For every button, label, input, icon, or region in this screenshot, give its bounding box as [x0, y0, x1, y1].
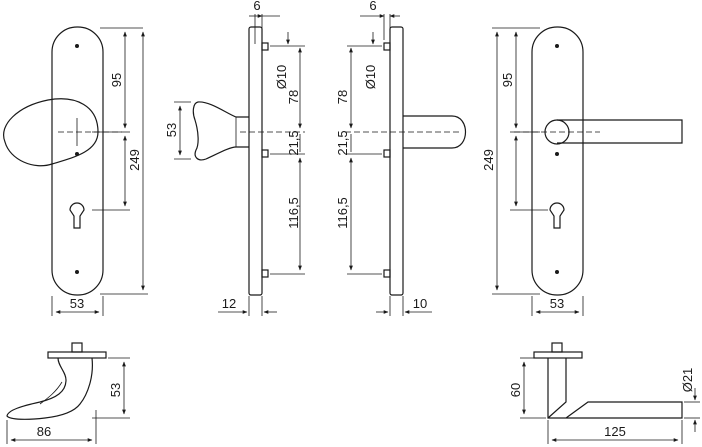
dim-lever-top-d21: Ø21	[680, 368, 695, 393]
lever-side-view: 6 Ø10 78 21,5 116,5 10	[335, 0, 466, 316]
screw-hole-mid	[75, 152, 79, 156]
cylinder-keyhole	[69, 202, 85, 229]
dim-knob-side-21-5: 21,5	[286, 130, 301, 155]
dim-lever-side-6: 6	[369, 0, 376, 13]
screw-hole-bottom	[75, 270, 79, 274]
dim-lever-side-21-5: 21,5	[335, 130, 350, 155]
knob-top-view: 53 86	[6, 342, 130, 444]
lever-side-plate	[389, 26, 404, 296]
knob-side-view: 53 6 Ø10 78 21,5 116,5 12	[164, 0, 305, 316]
knob-side-plate	[248, 26, 263, 296]
dim-knob-side-116-5: 116,5	[286, 197, 301, 229]
lever-top-view: 60 Ø21 125	[508, 342, 700, 444]
knob-backplate-outline	[51, 26, 104, 296]
dim-knob-top-86: 86	[37, 424, 51, 439]
dim-lever-side-78: 78	[335, 90, 350, 104]
dim-lever-side-d10: Ø10	[363, 65, 378, 90]
dim-knob-side-53: 53	[164, 123, 179, 137]
knob-shape	[3, 98, 99, 167]
dim-knob-side-12: 12	[222, 296, 236, 311]
dim-lever-front-53: 53	[550, 296, 564, 311]
lever-backplate-outline	[531, 26, 584, 296]
dim-knob-front-95: 95	[109, 73, 124, 87]
dim-lever-front-95: 95	[500, 73, 515, 87]
dim-knob-side-6: 6	[253, 0, 260, 13]
dim-knob-side-d10: Ø10	[274, 65, 289, 90]
lever-keyhole	[549, 202, 565, 229]
knob-side-profile	[192, 101, 249, 161]
dim-lever-side-116-5: 116,5	[335, 197, 350, 229]
lever-front-view: 95 249 53	[481, 26, 683, 316]
screw-hole-top	[75, 44, 79, 48]
lever-arm	[557, 119, 683, 144]
dim-lever-side-10: 10	[413, 296, 427, 311]
lever-rose	[544, 119, 570, 145]
dim-lever-front-249: 249	[481, 149, 496, 171]
dim-knob-side-78: 78	[286, 90, 301, 104]
knob-top-profile	[6, 357, 93, 420]
knob-front-view: 95 249 53	[3, 26, 148, 316]
dim-knob-front-53: 53	[70, 296, 84, 311]
dim-lever-top-60: 60	[508, 383, 523, 397]
lever-side-profile	[403, 115, 466, 149]
lever-top-profile	[547, 358, 683, 419]
dim-knob-top-53: 53	[108, 383, 123, 397]
dim-knob-front-249: 249	[127, 149, 142, 171]
dim-lever-top-125: 125	[604, 424, 626, 439]
